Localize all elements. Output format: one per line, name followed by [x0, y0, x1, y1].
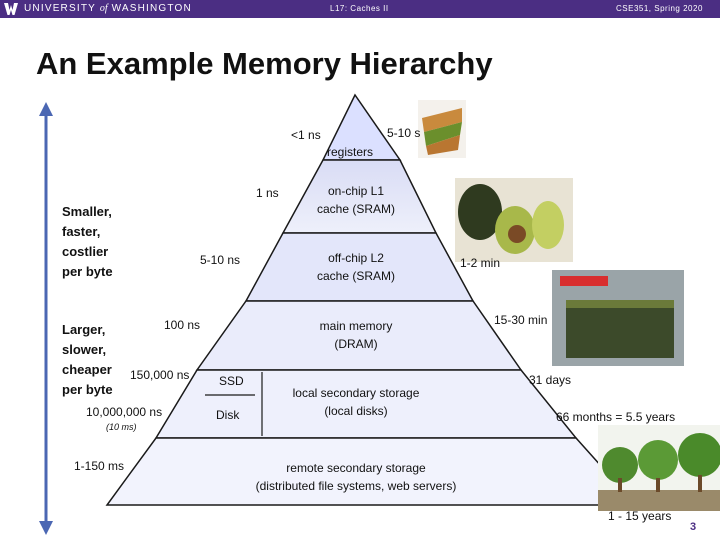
avocado-pallet-picture	[552, 270, 684, 366]
latency-disk-note: (10 ms)	[106, 422, 137, 432]
level-main-memory: main memory (DRAM)	[319, 319, 393, 351]
arrow-down-head	[39, 521, 53, 535]
latency-l2: 5-10 ns	[200, 253, 241, 267]
latency-ssd: 150,000 ns	[130, 368, 190, 382]
course-name: CSE351, Spring 2020	[616, 4, 703, 13]
level-disk: Disk	[216, 408, 240, 422]
uw-logo-icon	[4, 3, 18, 15]
level-remote-storage: remote secondary storage (distributed fi…	[255, 461, 457, 493]
page-number: 3	[690, 521, 697, 533]
university-name: UNIVERSITY of WASHINGTON	[24, 3, 192, 14]
analogy-main: 15-30 min	[494, 313, 548, 327]
analogy-registers: 5-10 s	[387, 126, 421, 140]
avocado-picture	[455, 178, 573, 262]
level-registers: registers	[327, 145, 374, 159]
level-l2: off-chip L2 cache (SRAM)	[316, 251, 396, 283]
latency-registers: <1 ns	[291, 128, 321, 142]
analogy-ssd: 31 days	[529, 373, 572, 387]
larger-slower-label: Larger, slower, cheaper per byte	[62, 322, 113, 397]
latency-l1: 1 ns	[256, 186, 279, 200]
analogy-disk: 66 months = 5.5 years	[556, 410, 676, 424]
latency-remote: 1-150 ms	[74, 459, 125, 473]
arrow-up-head	[39, 102, 53, 116]
latency-main: 100 ns	[164, 318, 201, 332]
latency-disk: 10,000,000 ns	[86, 405, 163, 419]
avocado-trees-picture	[598, 425, 720, 511]
sandwich-picture	[418, 100, 466, 158]
header-bar: UNIVERSITY of WASHINGTON L17: Caches II …	[0, 0, 720, 18]
slide-title: An Example Memory Hierarchy	[36, 46, 493, 81]
analogy-l1-l2: 1-2 min	[460, 256, 501, 270]
level-local-storage: local secondary storage (local disks)	[292, 386, 420, 418]
level-ssd: SSD	[219, 374, 244, 388]
level-l1: on-chip L1 cache (SRAM)	[316, 184, 396, 216]
smaller-faster-label: Smaller, faster, costlier per byte	[62, 204, 113, 279]
lecture-title: L17: Caches II	[330, 4, 389, 13]
analogy-remote: 1 - 15 years	[608, 509, 672, 523]
